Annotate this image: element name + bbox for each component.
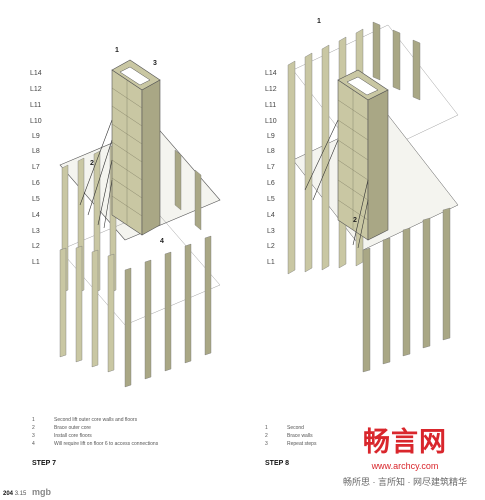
level-label: L12	[265, 86, 277, 93]
level-label: L9	[32, 133, 40, 140]
level-label: L4	[267, 212, 275, 219]
level-label: L2	[32, 243, 40, 250]
level-label: L8	[32, 148, 40, 155]
issue-number: 3.15	[14, 491, 27, 497]
step7-title: STEP 7	[32, 460, 56, 467]
watermark-url: www.archcy.com	[371, 461, 439, 471]
level-label: L11	[265, 102, 277, 109]
level-label: L14	[265, 70, 277, 77]
page-footer: 204 3.15 mgb	[3, 487, 51, 497]
step8-right-columns	[362, 21, 451, 373]
level-label: L5	[32, 196, 40, 203]
level-label: L1	[32, 259, 40, 266]
step7-panel: L14 L12 L11 L10 L9 L8 L7 L6 L5 L4 L3 L2 …	[0, 0, 242, 470]
watermark: 畅言网 www.archcy.com 畅所思 · 言所知 · 网尽建筑精华	[343, 420, 467, 488]
level-label: L3	[32, 228, 40, 235]
brand-logo: mgb	[32, 487, 52, 497]
level-label: L2	[267, 243, 275, 250]
level-label: L4	[32, 212, 40, 219]
level-label: L7	[32, 164, 40, 171]
step7-axonometric-drawing	[59, 59, 221, 388]
level-label: L3	[267, 228, 275, 235]
watermark-tagline: 畅所思 · 言所知 · 网尽建筑精华	[343, 477, 467, 487]
page-number: 204	[3, 491, 14, 497]
step8-bracing	[304, 119, 369, 249]
step7-left-columns	[59, 143, 117, 373]
level-label: L14	[30, 70, 42, 77]
step7-right-columns	[124, 149, 212, 388]
level-label: L6	[267, 180, 275, 187]
level-label: L8	[267, 148, 275, 155]
level-label: L5	[267, 196, 275, 203]
step8-panel: L14 L12 L11 L10 L9 L8 L7 L6 L5 L4 L3 L2 …	[243, 0, 485, 470]
callout-4: 4	[160, 238, 164, 245]
step8-title: STEP 8	[265, 460, 289, 467]
level-label: L10	[30, 118, 42, 125]
level-label: L10	[265, 118, 277, 125]
level-label: L11	[30, 102, 42, 109]
callout-3: 3	[153, 60, 157, 67]
step8-axonometric-drawing	[287, 21, 459, 373]
step7-core-tower	[111, 59, 161, 236]
callout-2: 2	[353, 217, 357, 224]
callout-2: 2	[90, 160, 94, 167]
level-label: L6	[32, 180, 40, 187]
step8-core-tower	[337, 69, 389, 241]
level-label: L1	[267, 259, 275, 266]
callout-1: 1	[115, 47, 119, 54]
level-label: L7	[267, 164, 275, 171]
level-label: L9	[267, 133, 275, 140]
callout-1: 1	[317, 18, 321, 25]
level-label: L12	[30, 86, 42, 93]
watermark-title: 畅言网	[363, 427, 447, 458]
step7-bracing	[79, 119, 113, 229]
